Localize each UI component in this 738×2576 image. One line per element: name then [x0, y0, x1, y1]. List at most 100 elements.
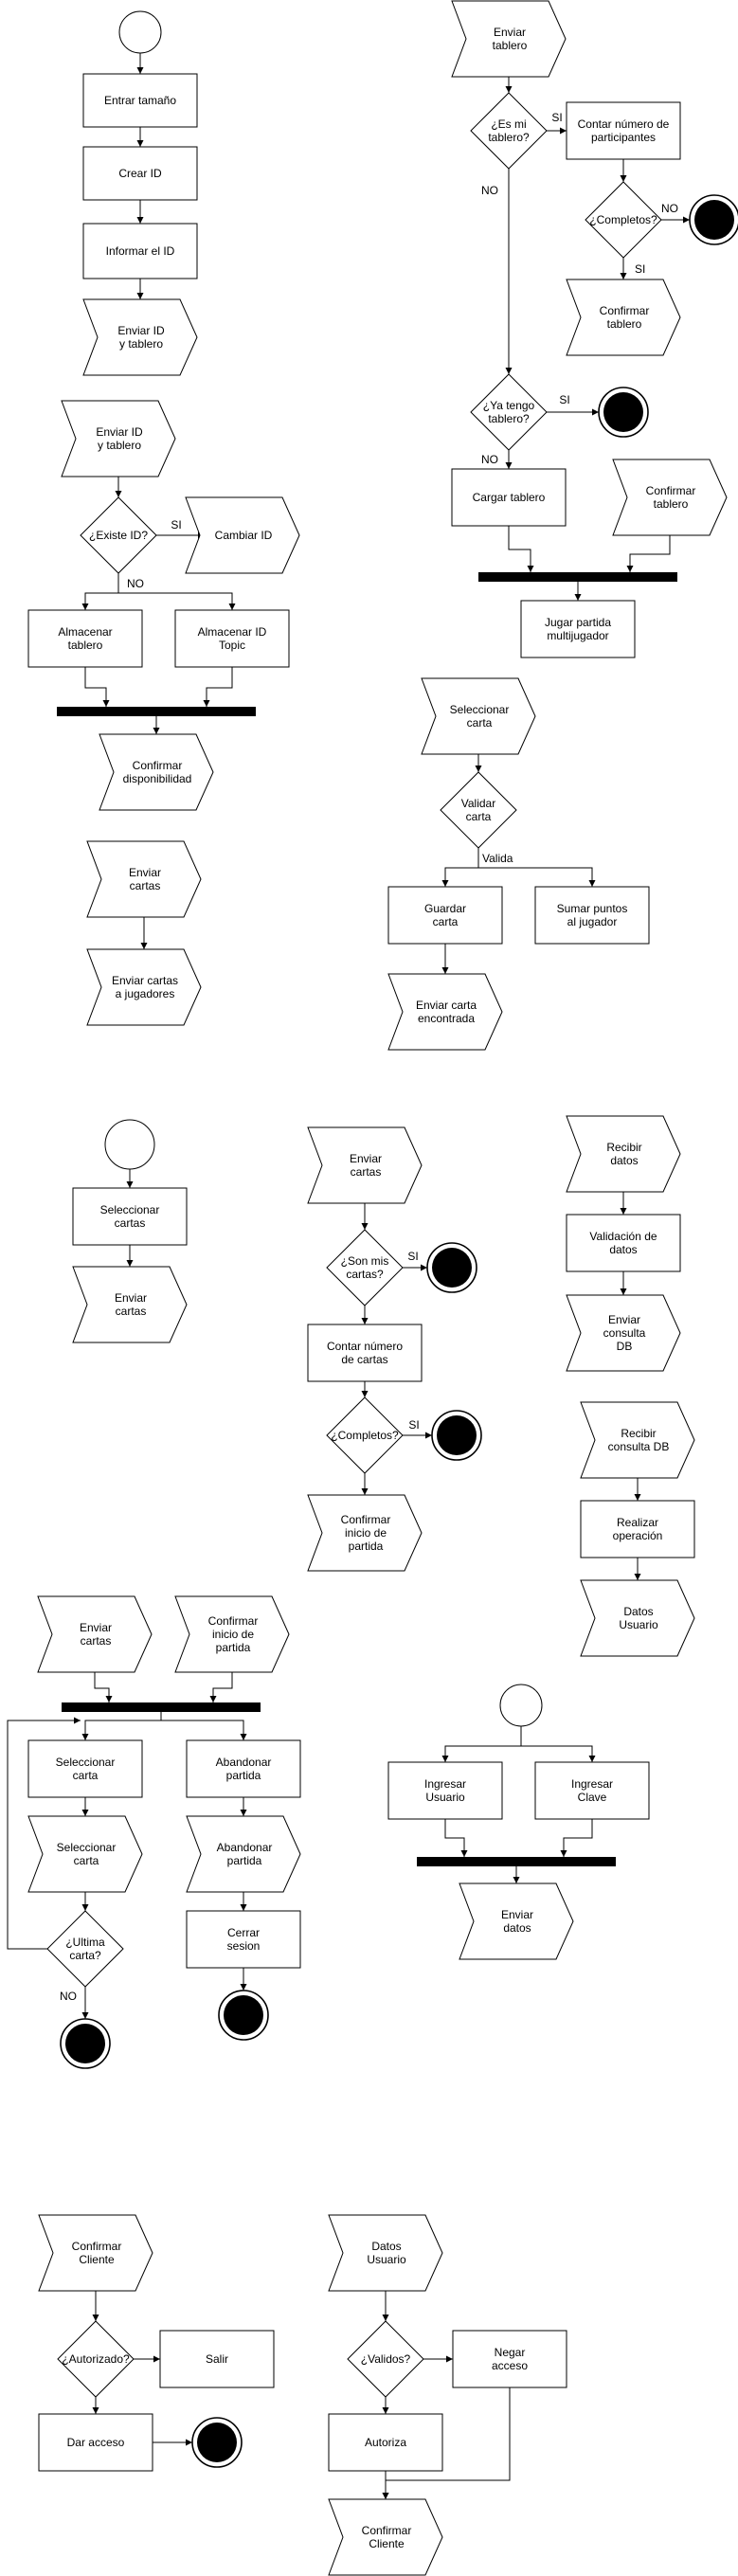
node-s11-start: [499, 1684, 543, 1727]
node-s10-end1: [60, 2018, 111, 2069]
node-s7-end1: [426, 1242, 477, 1293]
signal-shape: [27, 1815, 143, 1893]
signal-shape: [580, 1401, 695, 1479]
signal-shape: [566, 279, 681, 356]
initial-node-circle: [118, 10, 162, 54]
node-label: ¿Autorizado?: [62, 2352, 130, 2366]
action-box: [520, 600, 636, 658]
flow-arrow-e41: [209, 1672, 233, 1702]
final-node-dot: [437, 1415, 477, 1455]
decision-diamond: [470, 373, 548, 451]
action-box: [387, 1761, 503, 1820]
signal-shape: [185, 496, 300, 574]
action-box: [452, 2330, 567, 2388]
initial-node-circle: [104, 1119, 155, 1170]
action-box: [27, 1739, 143, 1798]
node-s10-bar: [62, 1702, 261, 1712]
signal-shape: [307, 1126, 423, 1204]
signal-shape: [580, 1579, 695, 1657]
node-label: Dar acceso: [67, 2436, 125, 2449]
action-box: [82, 223, 198, 279]
decision-diamond: [470, 92, 548, 170]
signal-shape: [451, 0, 567, 78]
signal-shape: [307, 1494, 423, 1572]
decision-diamond: [585, 181, 662, 259]
node-s4-end1: [689, 194, 738, 245]
action-box: [72, 1187, 188, 1246]
signal-shape: [186, 1815, 301, 1893]
signal-shape: [328, 2214, 443, 2292]
signal-shape: [86, 948, 202, 1026]
signal-shape: [328, 2498, 443, 2576]
flow-arrow-e40: [94, 1672, 113, 1702]
edge-label: NO: [127, 577, 144, 590]
final-node-dot: [432, 1248, 472, 1288]
action-box: [186, 1910, 301, 1969]
flow-arrow-e47: [7, 1717, 81, 1950]
node-s7-completos: ¿Completos?: [326, 1396, 404, 1474]
decision-diamond: [326, 1229, 404, 1306]
action-box: [328, 2413, 443, 2472]
node-label: ¿Existe ID?: [89, 529, 148, 542]
signal-shape: [421, 677, 536, 755]
action-box: [27, 609, 143, 668]
edge-label: SI: [171, 518, 181, 531]
action-box: [534, 1761, 650, 1820]
action-box: [82, 146, 198, 201]
flow-arrow-e54: [560, 1819, 593, 1857]
edge-label: NO: [481, 453, 498, 466]
flow-arrow-e53: [444, 1819, 468, 1857]
node-s4-bar: [478, 572, 677, 582]
signal-shape: [174, 1595, 290, 1673]
flow-arrow-e22: [626, 535, 671, 572]
edge-label: SI: [551, 111, 562, 124]
signal-shape: [566, 1294, 681, 1372]
action-box: [159, 2330, 275, 2388]
node-s13-validos: ¿Validos?: [347, 2320, 424, 2398]
